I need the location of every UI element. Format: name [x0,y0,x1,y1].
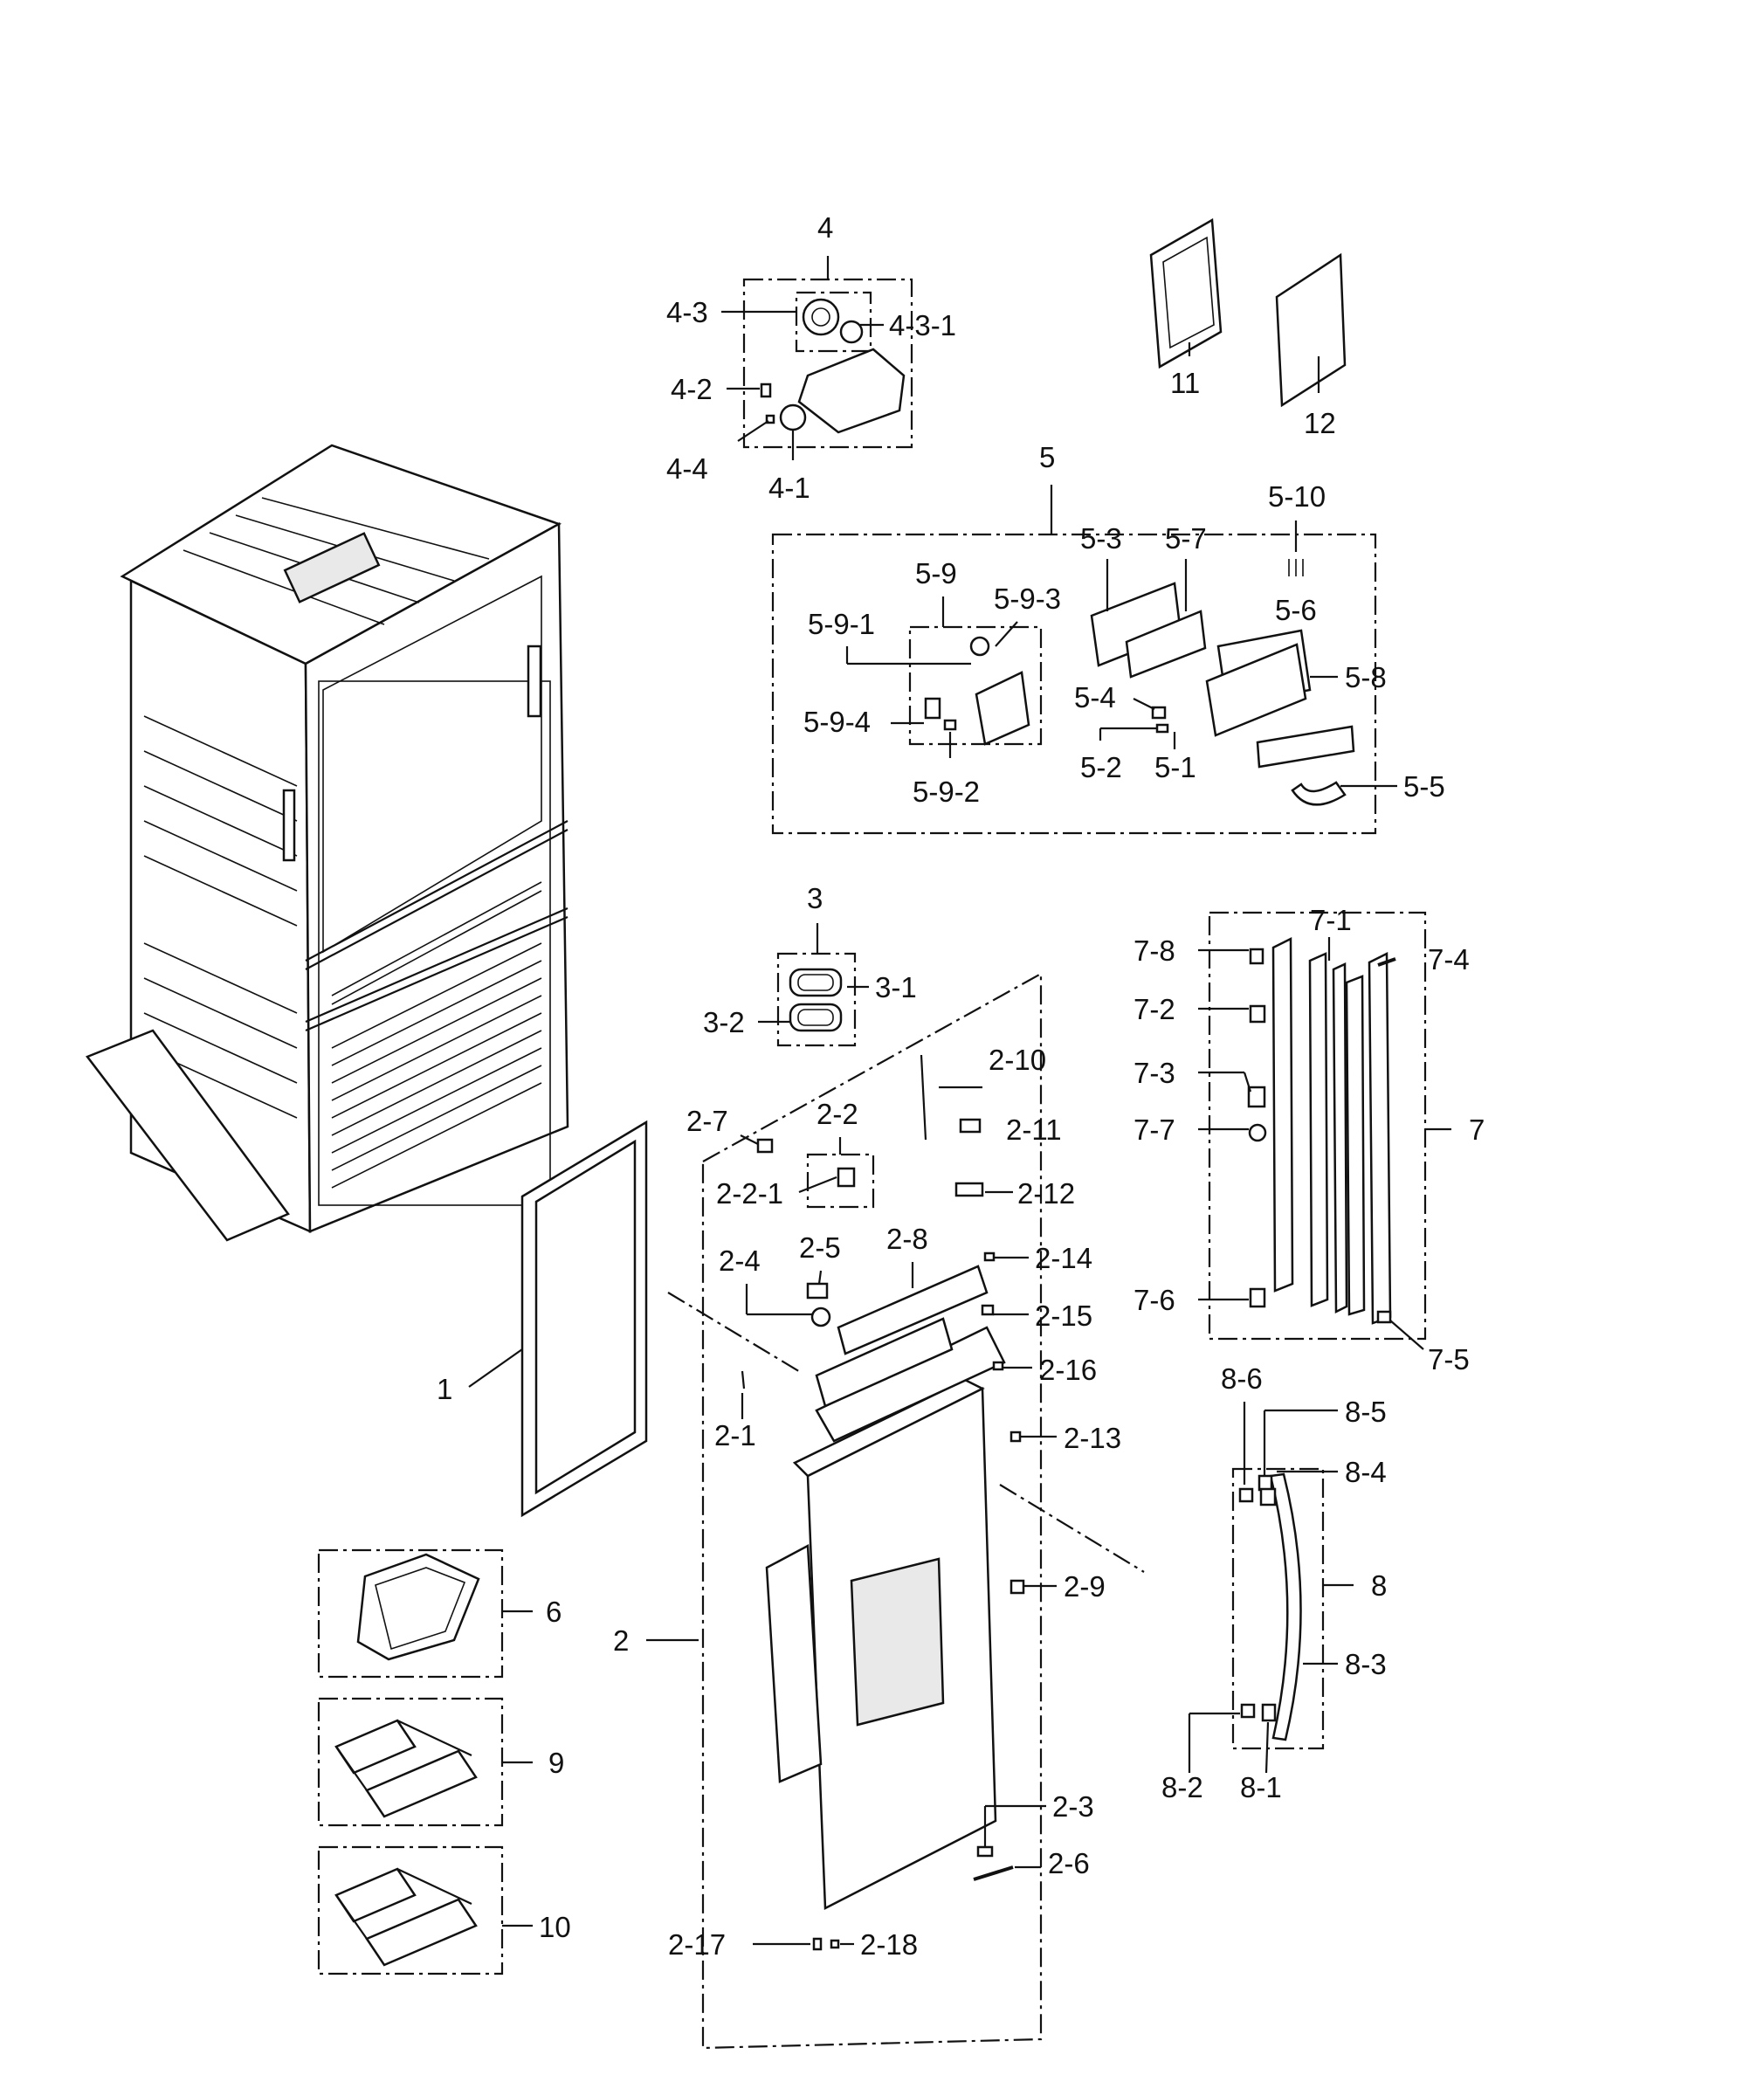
label-2-13: 2-13 [1064,1422,1121,1454]
label-3-1: 3-1 [875,971,917,1003]
label-5-6: 5-6 [1275,594,1317,626]
label-8-1: 8-1 [1240,1771,1282,1803]
part-group-7 [1208,911,1427,1341]
label-7-2: 7-2 [1134,993,1175,1025]
label-2-14: 2-14 [1035,1242,1092,1274]
label-2-5: 2-5 [799,1231,841,1264]
label-7-6: 7-6 [1134,1284,1175,1316]
label-7-7: 7-7 [1134,1114,1175,1146]
label-4-4: 4-4 [666,452,708,485]
label-4-3-1: 4-3-1 [889,309,956,341]
label-5-9-2: 5-9-2 [913,776,980,808]
label-2-7: 2-7 [686,1105,728,1137]
label-5-2: 5-2 [1080,751,1122,783]
label-2-9: 2-9 [1064,1570,1106,1603]
door-bin-part-6 [317,1548,504,1679]
label-5-9: 5-9 [915,557,957,590]
label-11: 11 [1170,367,1200,399]
label-5-4: 5-4 [1074,681,1116,714]
label-2: 2 [613,1624,629,1657]
leader-1 [468,1348,523,1388]
label-4-1: 4-1 [768,472,810,504]
label-5-8: 5-8 [1345,661,1387,693]
part-group-3 [776,923,857,1047]
label-4-3: 4-3 [666,296,708,328]
label-6: 6 [546,1596,562,1628]
part-group-8 [1231,1467,1325,1750]
door-gasket-part [520,1120,648,1518]
label-2-16: 2-16 [1039,1354,1097,1386]
label-5-10: 5-10 [1268,480,1326,513]
label-2-3: 2-3 [1052,1790,1094,1823]
label-8-2: 8-2 [1161,1771,1203,1803]
label-5-3: 5-3 [1080,522,1122,555]
part-group-5 [771,485,1377,835]
label-2-1: 2-1 [714,1419,756,1451]
label-2-11: 2-11 [1006,1114,1062,1146]
label-8-3: 8-3 [1345,1648,1387,1680]
label-7-5: 7-5 [1428,1343,1470,1376]
label-1: 1 [437,1373,452,1405]
label-5-5: 5-5 [1403,770,1445,803]
label-5-9-1: 5-9-1 [808,608,875,640]
label-5-9-4: 5-9-4 [803,706,871,738]
part-group-4 [742,256,913,449]
label-2-2: 2-2 [817,1098,858,1130]
label-2-10: 2-10 [989,1044,1046,1076]
label-3-2: 3-2 [703,1006,745,1038]
label-2-12: 2-12 [1017,1177,1075,1210]
refrigerator-cabinet [86,444,569,1242]
label-5-9-3: 5-9-3 [994,583,1061,615]
label-8-5: 8-5 [1345,1396,1387,1428]
door-shelf-part-10 [317,1845,504,1975]
label-2-4: 2-4 [719,1244,761,1277]
label-10: 10 [539,1911,571,1943]
label-2-2-1: 2-2-1 [716,1177,783,1210]
label-3: 3 [807,882,823,914]
label-4-2: 4-2 [671,373,713,405]
label-9: 9 [548,1747,564,1779]
label-7: 7 [1469,1114,1485,1146]
label-4: 4 [817,211,833,244]
label-2-17: 2-17 [668,1928,726,1961]
label-7-8: 7-8 [1134,934,1175,967]
door-shelf-part-9 [317,1697,504,1827]
label-5-1: 5-1 [1154,751,1196,783]
label-2-18: 2-18 [860,1928,918,1961]
cover-part-11 [1149,217,1223,369]
label-5-7: 5-7 [1165,522,1207,555]
label-5: 5 [1039,441,1055,473]
label-7-1: 7-1 [1310,904,1352,936]
label-7-4: 7-4 [1428,943,1470,976]
part-group-2 [667,972,1145,2050]
label-12: 12 [1304,407,1336,439]
label-2-15: 2-15 [1035,1300,1092,1332]
label-2-8: 2-8 [886,1223,928,1255]
label-2-6: 2-6 [1048,1847,1090,1879]
label-8: 8 [1371,1569,1387,1602]
label-8-6: 8-6 [1221,1362,1263,1395]
label-7-3: 7-3 [1134,1057,1175,1089]
label-8-4: 8-4 [1345,1456,1387,1488]
cover-part-12 [1275,252,1347,408]
